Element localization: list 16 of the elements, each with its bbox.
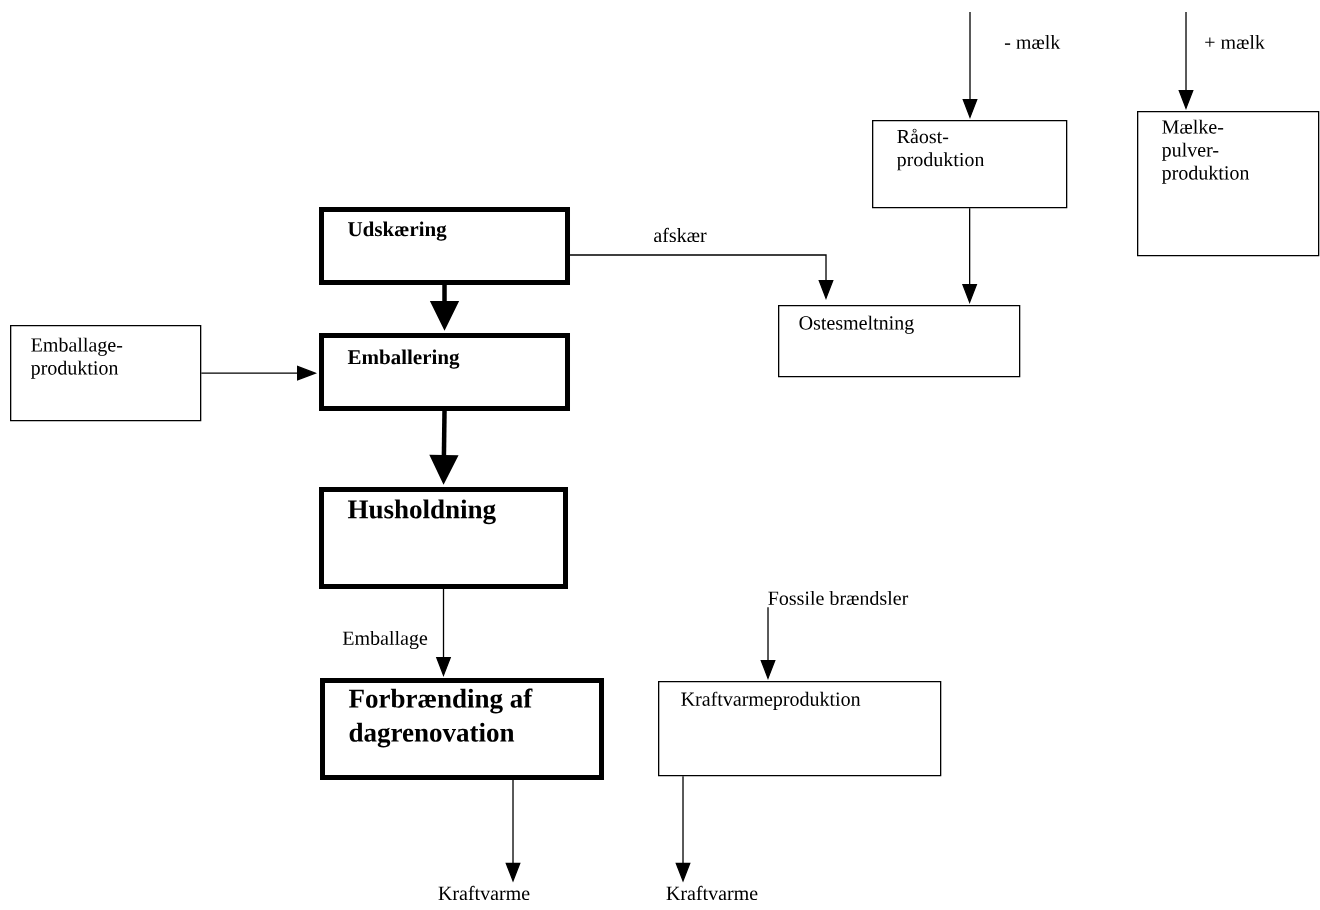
process-box: Råost-produktion [872,120,1068,209]
edge-label: + mælk [1205,34,1265,49]
process-box: Udskæring [319,207,570,285]
process-box: Emballage-produktion [10,325,202,422]
process-box: Ostesmeltning [778,305,1021,378]
edge-label: afskær [654,227,707,243]
process-box: Husholdning [319,487,568,589]
text-label: Kraftvarme [666,885,758,901]
edge-label: - mælk [1004,34,1061,49]
process-box: Emballering [319,333,570,411]
process-box: Mælke-pulver-produktion [1137,111,1320,257]
process-box: Kraftvarmeproduktion [658,681,942,777]
process-box: Forbrænding af dagrenovation [320,678,604,780]
text-label: Kraftvarme [438,885,530,901]
text-label: Fossile brændsler [768,590,909,605]
edge-label: Emballage [342,630,428,650]
